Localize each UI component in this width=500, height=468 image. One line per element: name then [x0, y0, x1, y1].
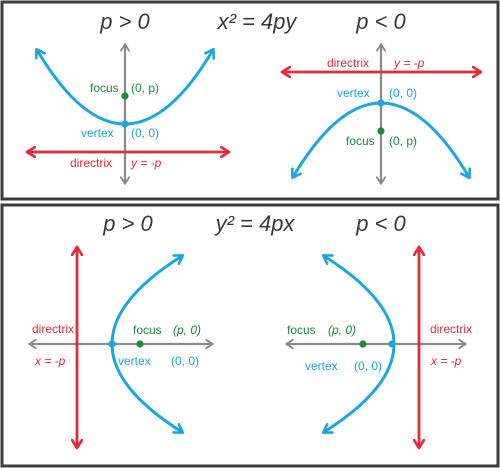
bottom-left-vertex-point: [108, 340, 116, 348]
top-right-focus-coords: (0, p): [389, 134, 417, 148]
top-right-title: p < 0: [355, 9, 406, 34]
top-left-vertex-point: [121, 120, 129, 128]
top-panel: p > 0 x² = 4py p < 0 focus (0, p) vertex…: [28, 9, 480, 183]
bottom-left-title: p > 0: [102, 211, 153, 236]
bottom-left-focus-point: [136, 340, 144, 348]
bottom-right-vertex-label: vertex: [305, 359, 338, 373]
bottom-left-vertex-label: vertex: [118, 354, 151, 368]
bottom-right-vertex-point: [388, 340, 396, 348]
bottom-left-directrix-eq: x = -p: [34, 354, 66, 368]
top-right-vertex-point: [377, 99, 385, 107]
bottom-right-focus-point: [359, 340, 367, 348]
bottom-right-graph: focus (p, 0) directrix x = -p vertex (0,…: [287, 248, 472, 447]
bottom-equation: y² = 4px: [214, 211, 296, 236]
top-left-focus-label: focus: [90, 81, 119, 95]
top-left-vertex-label: vertex: [81, 126, 114, 140]
top-right-focus-label: focus: [346, 134, 375, 148]
top-left-directrix-eq: y = -p: [130, 156, 162, 170]
top-panel-frame: [0, 0, 500, 201]
top-right-directrix-eq: y = -p: [393, 56, 425, 70]
top-left-focus-point: [121, 92, 129, 100]
bottom-right-directrix-label: directrix: [430, 322, 472, 336]
bottom-left-graph: directrix x = -p focus (p, 0) vertex (0,…: [30, 248, 212, 447]
top-right-directrix-label: directrix: [327, 56, 369, 70]
bottom-right-vertex-coords: (0, 0): [354, 359, 382, 373]
bottom-right-focus-label: focus: [287, 323, 316, 337]
top-left-title: p > 0: [99, 9, 150, 34]
top-left-graph: focus (0, p) vertex (0, 0) directrix y =…: [28, 45, 228, 183]
bottom-left-focus-coords: (p, 0): [173, 323, 201, 337]
bottom-panel: p > 0 y² = 4px p < 0 directrix x = -p fo…: [30, 211, 472, 447]
bottom-left-directrix-label: directrix: [32, 322, 74, 336]
top-left-directrix-label: directrix: [70, 156, 112, 170]
bottom-right-focus-coords: (p, 0): [328, 323, 356, 337]
top-right-vertex-coords: (0, 0): [389, 86, 417, 100]
bottom-right-directrix-eq: x = -p: [430, 354, 462, 368]
top-equation: x² = 4py: [217, 9, 299, 34]
top-right-vertex-label: vertex: [337, 86, 370, 100]
bottom-left-vertex-coords: (0, 0): [171, 354, 199, 368]
top-left-focus-coords: (0, p): [131, 81, 159, 95]
top-right-graph: directrix y = -p vertex (0, 0) focus (0,…: [283, 45, 480, 183]
top-left-vertex-coords: (0, 0): [131, 126, 159, 140]
top-right-focus-point: [377, 127, 385, 135]
bottom-left-focus-label: focus: [133, 323, 162, 337]
bottom-right-title: p < 0: [355, 211, 406, 236]
